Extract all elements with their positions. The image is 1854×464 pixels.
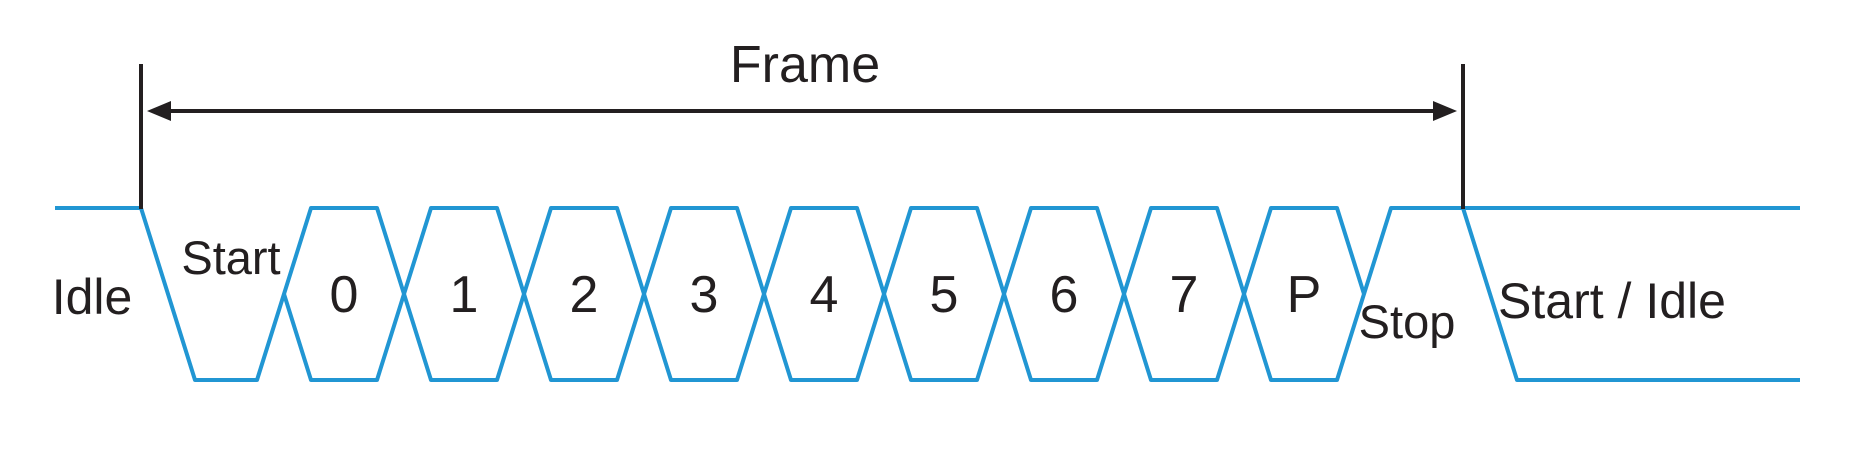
bus-upper-envelope-path: [55, 206, 1366, 382]
bit-label: 4: [810, 266, 839, 324]
bit-label: 6: [1050, 266, 1079, 324]
stop-label: Stop: [1359, 295, 1456, 348]
bit-label: 0: [330, 266, 359, 324]
frame-label: Frame: [730, 36, 880, 94]
next-start-edge-path: [1461, 207, 1800, 382]
bus-lower-envelope-path: [282, 206, 1800, 382]
bit-label: P: [1287, 266, 1322, 324]
bit-label: 7: [1170, 266, 1199, 324]
bit-label: 1: [450, 266, 479, 324]
start-idle-label: Start / Idle: [1498, 273, 1726, 329]
idle-label: Idle: [52, 269, 133, 325]
signal-waveform-layer: [55, 206, 1800, 382]
bit-label: 2: [570, 266, 599, 324]
start-label: Start: [181, 231, 280, 284]
waveform-labels: Idle Start 0 1 2 3 4 5 6 7 P Stop Start / Idle: [52, 231, 1726, 348]
bit-label: 5: [930, 266, 959, 324]
frame-span-annotation: Frame: [139, 36, 1465, 209]
bit-labels-group: 0 1 2 3 4 5 6 7 P: [330, 266, 1322, 324]
frame-arrowhead-left-icon: [147, 101, 171, 121]
bit-label: 3: [690, 266, 719, 324]
frame-arrowhead-right-icon: [1433, 101, 1457, 121]
